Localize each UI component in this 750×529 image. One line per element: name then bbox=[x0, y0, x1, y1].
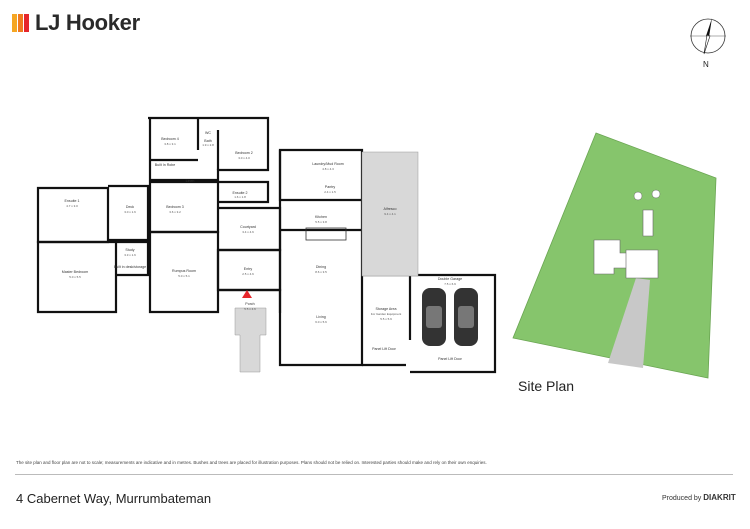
entry-marker-icon bbox=[242, 290, 252, 298]
property-address: 4 Cabernet Way, Murrumbateman bbox=[16, 491, 212, 506]
room-label: Ensuite 2 bbox=[233, 191, 248, 195]
room-dim: 6.0 x 5.6 bbox=[315, 320, 327, 324]
compass-icon bbox=[690, 18, 726, 55]
room-label: Built In Robe bbox=[155, 163, 176, 167]
room-label: Deck bbox=[126, 205, 134, 209]
room-dim: 1.6 x 1.8 bbox=[234, 195, 246, 199]
compass-north-label: N bbox=[703, 60, 709, 69]
logo-mark-icon bbox=[12, 14, 29, 32]
room-label: Bedroom 3 bbox=[166, 205, 184, 209]
compass: N bbox=[688, 12, 728, 72]
room-label: Storage Area bbox=[376, 307, 397, 311]
room-label: Master Bedroom bbox=[62, 270, 89, 274]
room-dim: 5.0 x 5.1 bbox=[178, 274, 190, 278]
room-label: Courtyard bbox=[240, 225, 256, 229]
tree-icon bbox=[633, 191, 643, 201]
tree-icon bbox=[651, 189, 661, 199]
room-dim: 1.9 x 2.8 bbox=[202, 143, 214, 147]
produced-by-label: Produced by bbox=[662, 495, 702, 502]
room-label: Bedroom 4 bbox=[161, 137, 179, 141]
room-label: Kitchen bbox=[315, 215, 327, 219]
site-plan-title: Site Plan bbox=[518, 378, 575, 394]
room-dim: 3.4 x 4.6 bbox=[242, 230, 254, 234]
house-footprint bbox=[593, 209, 659, 279]
room-label: Built in desk/storage bbox=[114, 265, 146, 269]
room-dim: 3.0 x 4.0 bbox=[238, 156, 250, 160]
room-label: Porch bbox=[245, 302, 254, 306]
room-label: Double Garage bbox=[438, 277, 462, 281]
room-dim: 8.6 x 3.5 bbox=[315, 270, 327, 274]
room-label: Panel Lift Door bbox=[372, 347, 397, 351]
room-label: Entry bbox=[244, 267, 253, 271]
brand-name: LJ Hooker bbox=[35, 10, 140, 35]
room-dim: 5.5 x 5.9 bbox=[380, 317, 392, 321]
room-label: Bedroom 2 bbox=[235, 151, 253, 155]
room-dim: 3.8 x 3.1 bbox=[164, 142, 176, 146]
room-dim: 3.6 x 3.2 bbox=[169, 210, 181, 214]
floor-plan: Bedroom 4 3.8 x 3.1 Bath 1.9 x 2.8 Bedro… bbox=[10, 110, 510, 380]
site-plan bbox=[508, 128, 733, 383]
produced-by: Produced by DIAKRIT bbox=[662, 493, 736, 502]
room-label: Dining bbox=[316, 265, 326, 269]
room-label: Living bbox=[316, 315, 325, 319]
room-label: Panel Lift Door bbox=[438, 357, 463, 361]
brand-logo: LJ Hooker bbox=[12, 10, 140, 36]
room-dim: 4.8 x 4.3 bbox=[322, 167, 334, 171]
disclaimer: The site plan and floor plan are not to … bbox=[16, 460, 487, 465]
room-label: Laundry/Mud Room bbox=[312, 162, 344, 166]
room-label: Study bbox=[125, 248, 134, 252]
room-dim: 5.0 x 5.5 bbox=[69, 275, 81, 279]
room-label: WC bbox=[205, 131, 211, 135]
room-dim: 5.5 x 4.6 bbox=[244, 307, 256, 311]
room-dim: 2.5 x 4.6 bbox=[242, 272, 254, 276]
room-dim: For Garden Equipment bbox=[371, 312, 402, 316]
footer-divider bbox=[15, 474, 733, 475]
room-dim: 7.5 x 6.9 bbox=[444, 282, 456, 286]
room-dim: 3.0 x 1.6 bbox=[124, 210, 136, 214]
producer-name: DIAKRIT bbox=[703, 493, 736, 502]
driveway bbox=[608, 278, 650, 368]
room-dim: 9.4 x 4.1 bbox=[384, 212, 396, 216]
room-label: Ensuite 1 bbox=[65, 199, 80, 203]
room-label: Linen bbox=[186, 179, 195, 183]
room-label: Alfresco bbox=[384, 207, 397, 211]
room-label: Pantry bbox=[325, 185, 336, 189]
room-dim: 3.3 x 1.6 bbox=[124, 253, 136, 257]
room-dim: 2.4 x 1.5 bbox=[324, 190, 336, 194]
room-label: Rumpus Room bbox=[172, 269, 196, 273]
room-dim: 5.5 x 3.8 bbox=[315, 220, 327, 224]
room-dim: 4.7 x 3.0 bbox=[66, 204, 78, 208]
room-label: Bath bbox=[204, 139, 211, 143]
